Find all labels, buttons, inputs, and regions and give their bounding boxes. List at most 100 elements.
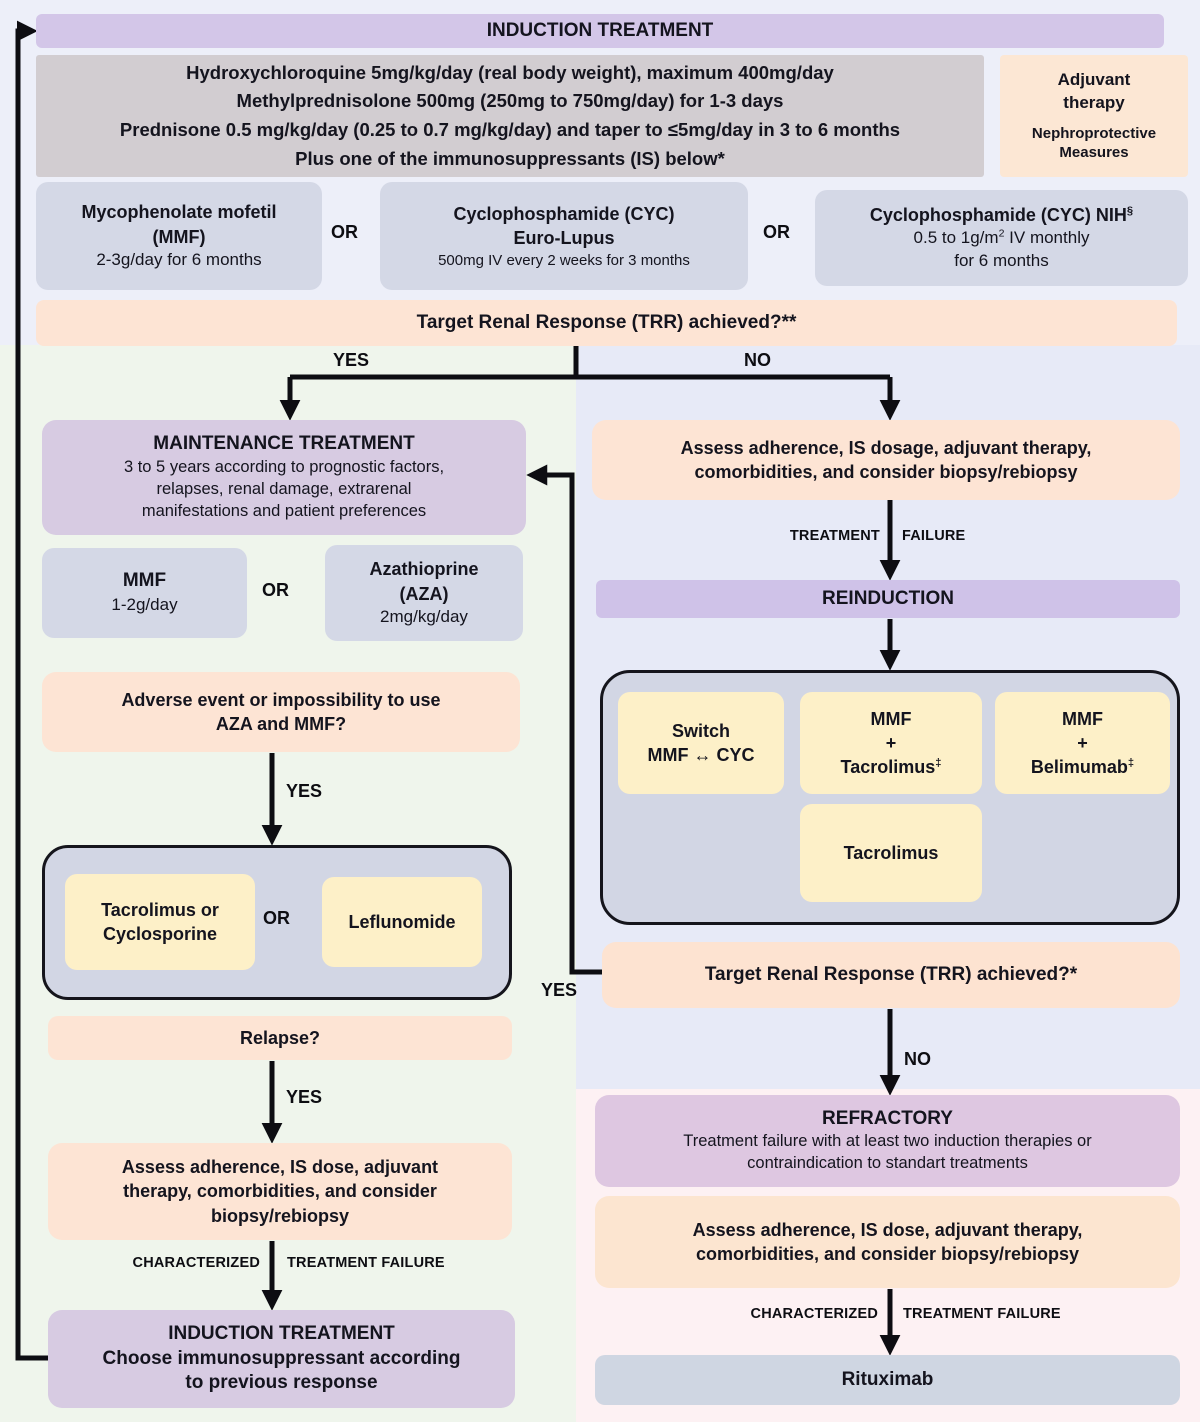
trr-question-text-2: Target Renal Response (TRR) achieved?* xyxy=(704,963,1078,985)
rituximab-box: Rituximab xyxy=(595,1355,1180,1405)
maintenance-mmf-name: MMF xyxy=(122,570,167,592)
or-label-2: OR xyxy=(763,222,790,242)
induction-treatment-repeat-box: INDUCTION TREATMENT Choose immunosuppres… xyxy=(48,1310,515,1408)
cyc-name: Cyclophosphamide (CYC) xyxy=(453,203,675,224)
adjuvant-therapy-label: Adjuvant therapy xyxy=(1057,70,1131,112)
mmf-tacrolimus-box: MMF + Tacrolimus‡ xyxy=(800,692,982,794)
adverse-question-1: Adverse event or impossibility to use xyxy=(121,689,441,710)
mmf-abbrev: (MMF) xyxy=(152,226,206,247)
trr-question-bar: Target Renal Response (TRR) achieved?** xyxy=(36,300,1177,346)
switch-mmf-cyc-box: Switch MMF ↔ CYC xyxy=(618,692,784,794)
maintenance-treatment-box: MAINTENANCE TREATMENT 3 to 5 years accor… xyxy=(42,420,526,535)
tacro-or-line: Tacrolimus or xyxy=(101,899,219,920)
regimen-line-prednisone: Prednisone 0.5 mg/kg/day (0.25 to 0.7 mg… xyxy=(119,119,901,140)
nephroprotective-measures-label: Nephroprotective Measures xyxy=(1031,124,1157,162)
tacrolimus-dagger-sup: ‡ xyxy=(935,757,942,770)
mmf-dose: 2-3g/day for 6 months xyxy=(96,249,262,269)
mmf-tac-line-3: Tacrolimus‡ xyxy=(840,757,942,778)
aza-abbrev: (AZA) xyxy=(399,583,449,604)
tacrolimus-mono-label: Tacrolimus xyxy=(843,842,939,863)
regimen-line-methylprednisolone: Methylprednisolone 500mg (250mg to 750mg… xyxy=(236,90,784,112)
trr2-yes-label: YES xyxy=(541,980,578,1000)
maintenance-title: MAINTENANCE TREATMENT xyxy=(153,433,415,455)
failure-label: FAILURE xyxy=(902,528,966,544)
nih-section-sup: § xyxy=(1126,204,1134,217)
mmf-tac-line-1: MMF xyxy=(870,708,912,729)
mmf-bel-line-1: MMF xyxy=(1062,708,1103,729)
relapse-yes-label: YES xyxy=(286,1087,323,1107)
characterized-label-right: CHARACTERIZED xyxy=(750,1306,878,1322)
trr2-no-label: NO xyxy=(904,1049,931,1069)
mmf-tac-plus: + xyxy=(885,732,897,753)
assess-refractory-line-2: comorbidities, and consider biopsy/rebio… xyxy=(695,1244,1080,1264)
maintenance-body-1: 3 to 5 years according to prognostic fac… xyxy=(123,457,445,476)
trr-question-text: Target Renal Response (TRR) achieved?** xyxy=(416,311,797,333)
cyc-nih-name: Cyclophosphamide (CYC) NIH§ xyxy=(869,204,1134,225)
maintenance-body-2: relapses, renal damage, extrarenal xyxy=(156,479,412,498)
maintenance-mmf-box: MMF 1-2g/day xyxy=(42,548,247,638)
or-label-3: OR xyxy=(262,580,289,600)
trr-question-bar-2: Target Renal Response (TRR) achieved?* xyxy=(602,942,1180,1008)
relapse-question-box: Relapse? xyxy=(48,1016,512,1060)
assess-right-line-2: comorbidities, and consider biopsy/rebio… xyxy=(694,462,1078,482)
induction-regimen-box: Hydroxychloroquine 5mg/kg/day (real body… xyxy=(36,55,984,177)
tacrolimus-mono-box: Tacrolimus xyxy=(800,804,982,902)
assess-left-line-1: Assess adherence, IS dose, adjuvant xyxy=(121,1157,439,1178)
leflunomide-box: Leflunomide xyxy=(322,877,482,967)
induction-treatment-header: INDUCTION TREATMENT xyxy=(36,14,1164,48)
maintenance-body-3: manifestations and patient preferences xyxy=(141,501,427,520)
treatment-failure-label-left: TREATMENT FAILURE xyxy=(287,1255,445,1271)
assess-adherence-right-box: Assess adherence, IS dosage, adjuvant th… xyxy=(592,420,1180,500)
induction-treatment-title: INDUCTION TREATMENT xyxy=(486,19,714,41)
induction-repeat-body-1: Choose immunosuppressant according xyxy=(102,1347,461,1369)
switch-line-2: MMF ↔ CYC xyxy=(647,745,755,765)
refractory-body-1: Treatment failure with at least two indu… xyxy=(683,1132,1092,1151)
trr-no-label: NO xyxy=(744,350,771,370)
reinduction-header: REINDUCTION xyxy=(596,580,1180,618)
adjuvant-therapy-box: Adjuvant therapy Nephroprotective Measur… xyxy=(1000,55,1188,177)
refractory-title: REFRACTORY xyxy=(822,1107,953,1129)
or-label-1: OR xyxy=(331,222,358,242)
assess-adherence-refractory-box: Assess adherence, IS dose, adjuvant ther… xyxy=(595,1196,1180,1288)
assess-adherence-left-box: Assess adherence, IS dose, adjuvant ther… xyxy=(48,1143,512,1240)
induction-repeat-body-2: to previous response xyxy=(185,1372,378,1394)
cyc-nih-dose: 0.5 to 1g/m2 IV monthly xyxy=(913,227,1090,248)
assess-refractory-line-1: Assess adherence, IS dose, adjuvant ther… xyxy=(692,1219,1083,1240)
cyclosporine-line: Cyclosporine xyxy=(102,924,218,944)
reinduction-title: REINDUCTION xyxy=(822,587,954,609)
tacrolimus-cyclosporine-box: Tacrolimus or Cyclosporine xyxy=(65,874,255,970)
adverse-event-question-box: Adverse event or impossibility to use AZ… xyxy=(42,672,520,752)
assess-left-line-3: biopsy/rebiopsy xyxy=(210,1205,350,1226)
trr-yes-label: YES xyxy=(333,350,370,370)
cyc-nih-duration: for 6 months xyxy=(954,251,1049,271)
square-meter-sup: 2 xyxy=(998,227,1005,240)
eurolupus-name: Euro-Lupus xyxy=(513,228,615,249)
mmf-name: Mycophenolate mofetil xyxy=(81,202,277,223)
maintenance-mmf-dose: 1-2g/day xyxy=(111,594,178,614)
option-mmf-box: Mycophenolate mofetil (MMF) 2-3g/day for… xyxy=(36,182,322,290)
option-cyc-nih-box: Cyclophosphamide (CYC) NIH§ 0.5 to 1g/m2… xyxy=(815,190,1188,286)
induction-repeat-title: INDUCTION TREATMENT xyxy=(168,1322,395,1344)
refractory-box: REFRACTORY Treatment failure with at lea… xyxy=(595,1095,1180,1187)
aza-dose: 2mg/kg/day xyxy=(380,606,468,626)
mmf-bel-line-3: Belimumab‡ xyxy=(1030,757,1135,778)
refractory-body-2: contraindication to standart treatments xyxy=(747,1154,1028,1173)
option-cyc-eurolupus-box: Cyclophosphamide (CYC) Euro-Lupus 500mg … xyxy=(380,182,748,290)
cyc-eurolupus-dose: 500mg IV every 2 weeks for 3 months xyxy=(438,251,690,269)
rituximab-label: Rituximab xyxy=(841,1368,934,1390)
aza-name: Azathioprine xyxy=(369,559,479,580)
leflunomide-label: Leflunomide xyxy=(348,911,456,932)
regimen-line-hydroxychloroquine: Hydroxychloroquine 5mg/kg/day (real body… xyxy=(186,61,834,83)
mmf-bel-plus: + xyxy=(1077,732,1088,753)
assess-right-line-1: Assess adherence, IS dosage, adjuvant th… xyxy=(680,437,1092,458)
switch-line-1: Switch xyxy=(671,720,730,741)
characterized-label-left: CHARACTERIZED xyxy=(132,1255,260,1271)
relapse-question-text: Relapse? xyxy=(239,1027,321,1048)
assess-left-line-2: therapy, comorbidities, and consider xyxy=(123,1181,437,1202)
adverse-yes-label: YES xyxy=(286,781,323,801)
regimen-line-immunosuppressants: Plus one of the immunosuppressants (IS) … xyxy=(295,147,725,169)
azathioprine-box: Azathioprine (AZA) 2mg/kg/day xyxy=(325,545,523,641)
treatment-label: TREATMENT xyxy=(789,528,880,544)
treatment-failure-label-right: TREATMENT FAILURE xyxy=(903,1306,1061,1322)
